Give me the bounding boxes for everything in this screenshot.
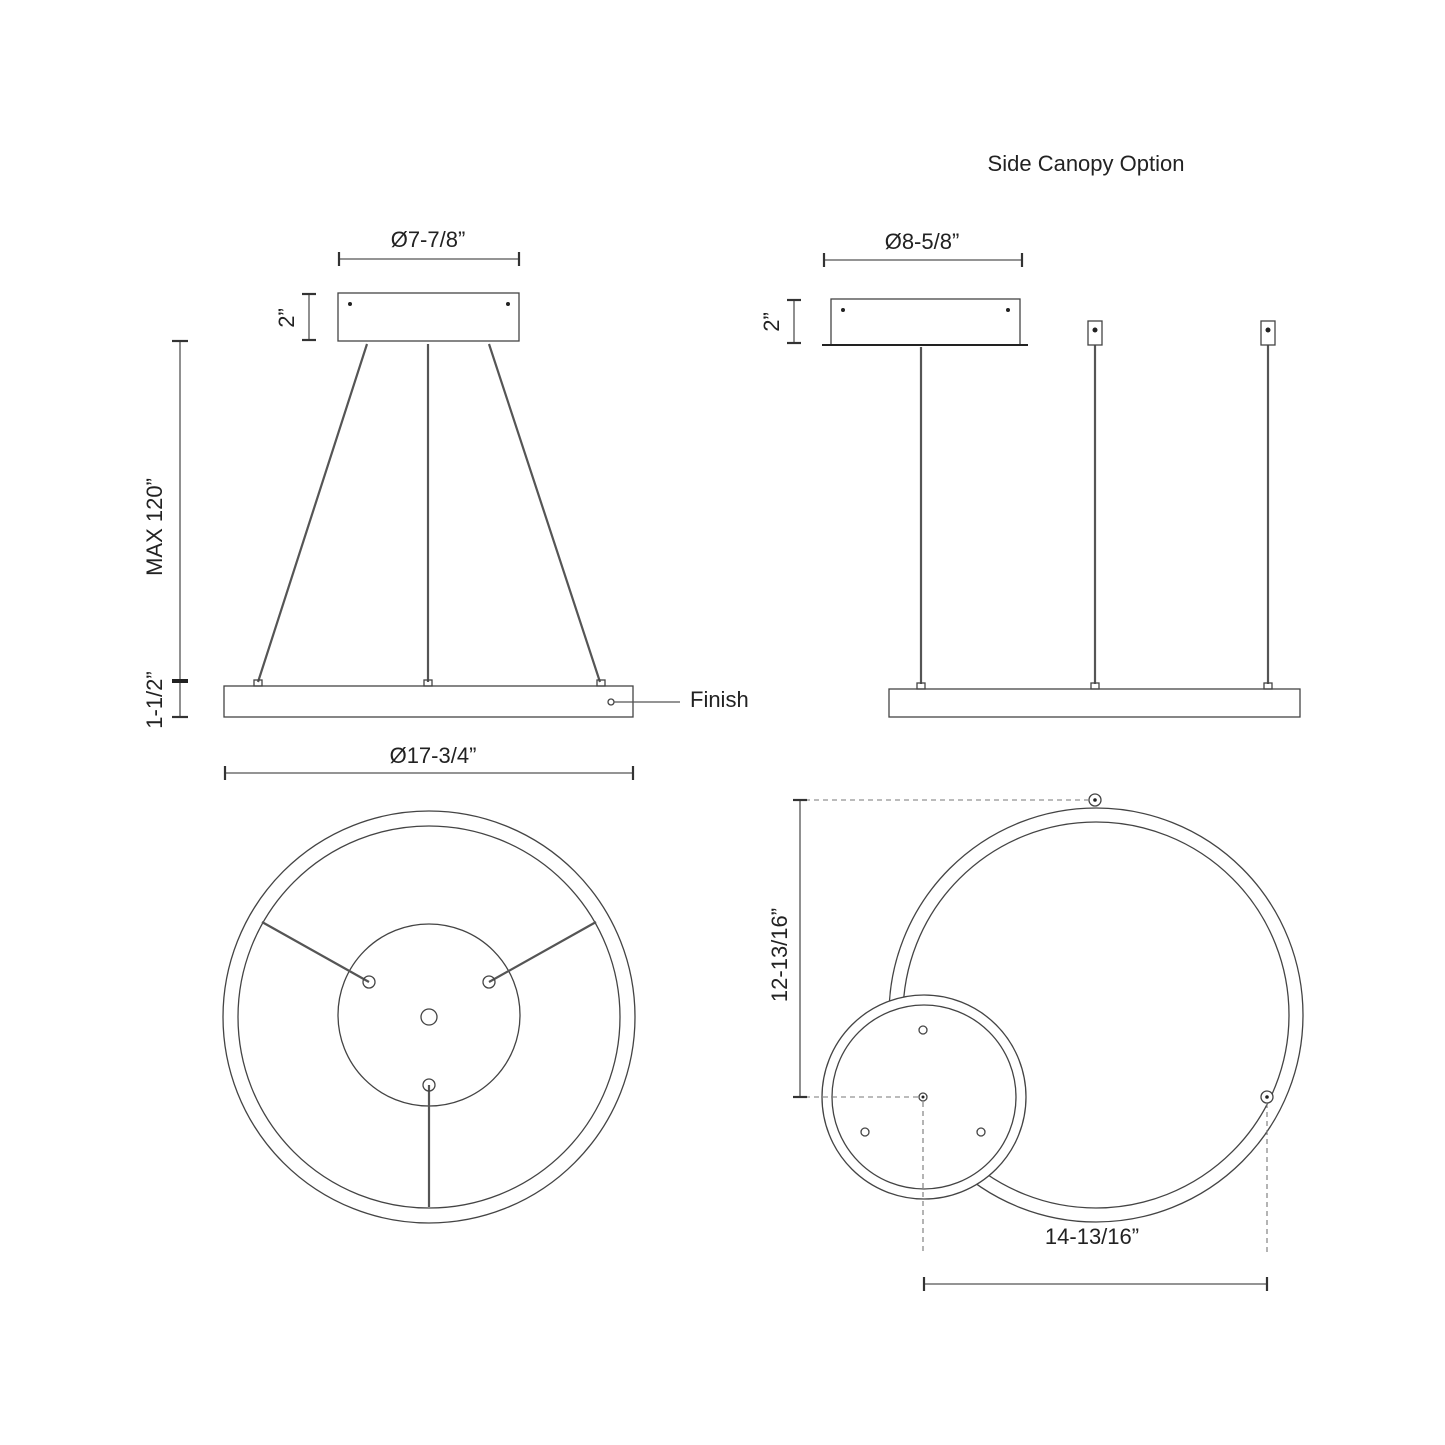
ring-outer-edge	[222, 810, 636, 1224]
canopy-height-label: 2”	[274, 308, 299, 328]
ring-height-label: 1-1/2”	[142, 671, 167, 728]
canopy-screw	[841, 308, 845, 312]
cable-hole	[482, 975, 496, 989]
canopy-screw	[348, 302, 352, 306]
right-elevation: Side Canopy Option Ø8-5/8” 2”	[759, 151, 1301, 718]
cable-point-dot	[1265, 1095, 1269, 1099]
suspension-cable	[487, 343, 602, 683]
cable-hole	[362, 975, 376, 989]
ring-profile	[223, 685, 634, 718]
mount-hole	[860, 1127, 870, 1137]
horizontal-offset-label: 14-13/16”	[1045, 1224, 1139, 1249]
suspension-cable	[256, 343, 369, 683]
right-plan-view: 12-13/16” 14-13/16”	[767, 793, 1304, 1291]
ring-diameter-label: Ø17-3/4”	[390, 743, 477, 768]
canopy-diameter-label: Ø8-5/8”	[885, 229, 960, 254]
cable-point-dot	[1093, 798, 1097, 802]
canopy-screw	[1006, 308, 1010, 312]
finish-label: Finish	[690, 687, 749, 712]
mount-hole	[976, 1127, 986, 1137]
anchor-hole	[1265, 327, 1271, 333]
ceiling-anchor	[1260, 320, 1276, 346]
side-canopy-title: Side Canopy Option	[988, 151, 1185, 176]
canopy-height-label: 2”	[759, 312, 784, 332]
left-elevation: Ø7-7/8” 2” MAX 120” 1-1/2” Finish Ø17-3/…	[142, 227, 749, 780]
ceiling-anchor	[1087, 320, 1103, 346]
cable-hole	[918, 1092, 928, 1102]
canopy-screw	[506, 302, 510, 306]
max-length-label: MAX 120”	[142, 478, 167, 576]
cable-plan	[488, 921, 597, 983]
cable-plan	[261, 921, 370, 983]
canopy	[830, 298, 1021, 346]
canopy	[337, 292, 520, 342]
canopy-diameter-label: Ø7-7/8”	[391, 227, 466, 252]
ring-inner-edge	[237, 825, 621, 1209]
ring-profile	[888, 688, 1301, 718]
finish-marker	[607, 698, 615, 706]
anchor-hole	[1092, 327, 1098, 333]
cable-hole	[422, 1078, 436, 1092]
mount-hole	[918, 1025, 928, 1035]
vertical-offset-label: 12-13/16”	[767, 908, 792, 1002]
cable-connector	[596, 679, 606, 687]
cable-hole-dot	[921, 1095, 925, 1099]
center-hole	[420, 1008, 438, 1026]
left-plan-view	[222, 810, 636, 1224]
